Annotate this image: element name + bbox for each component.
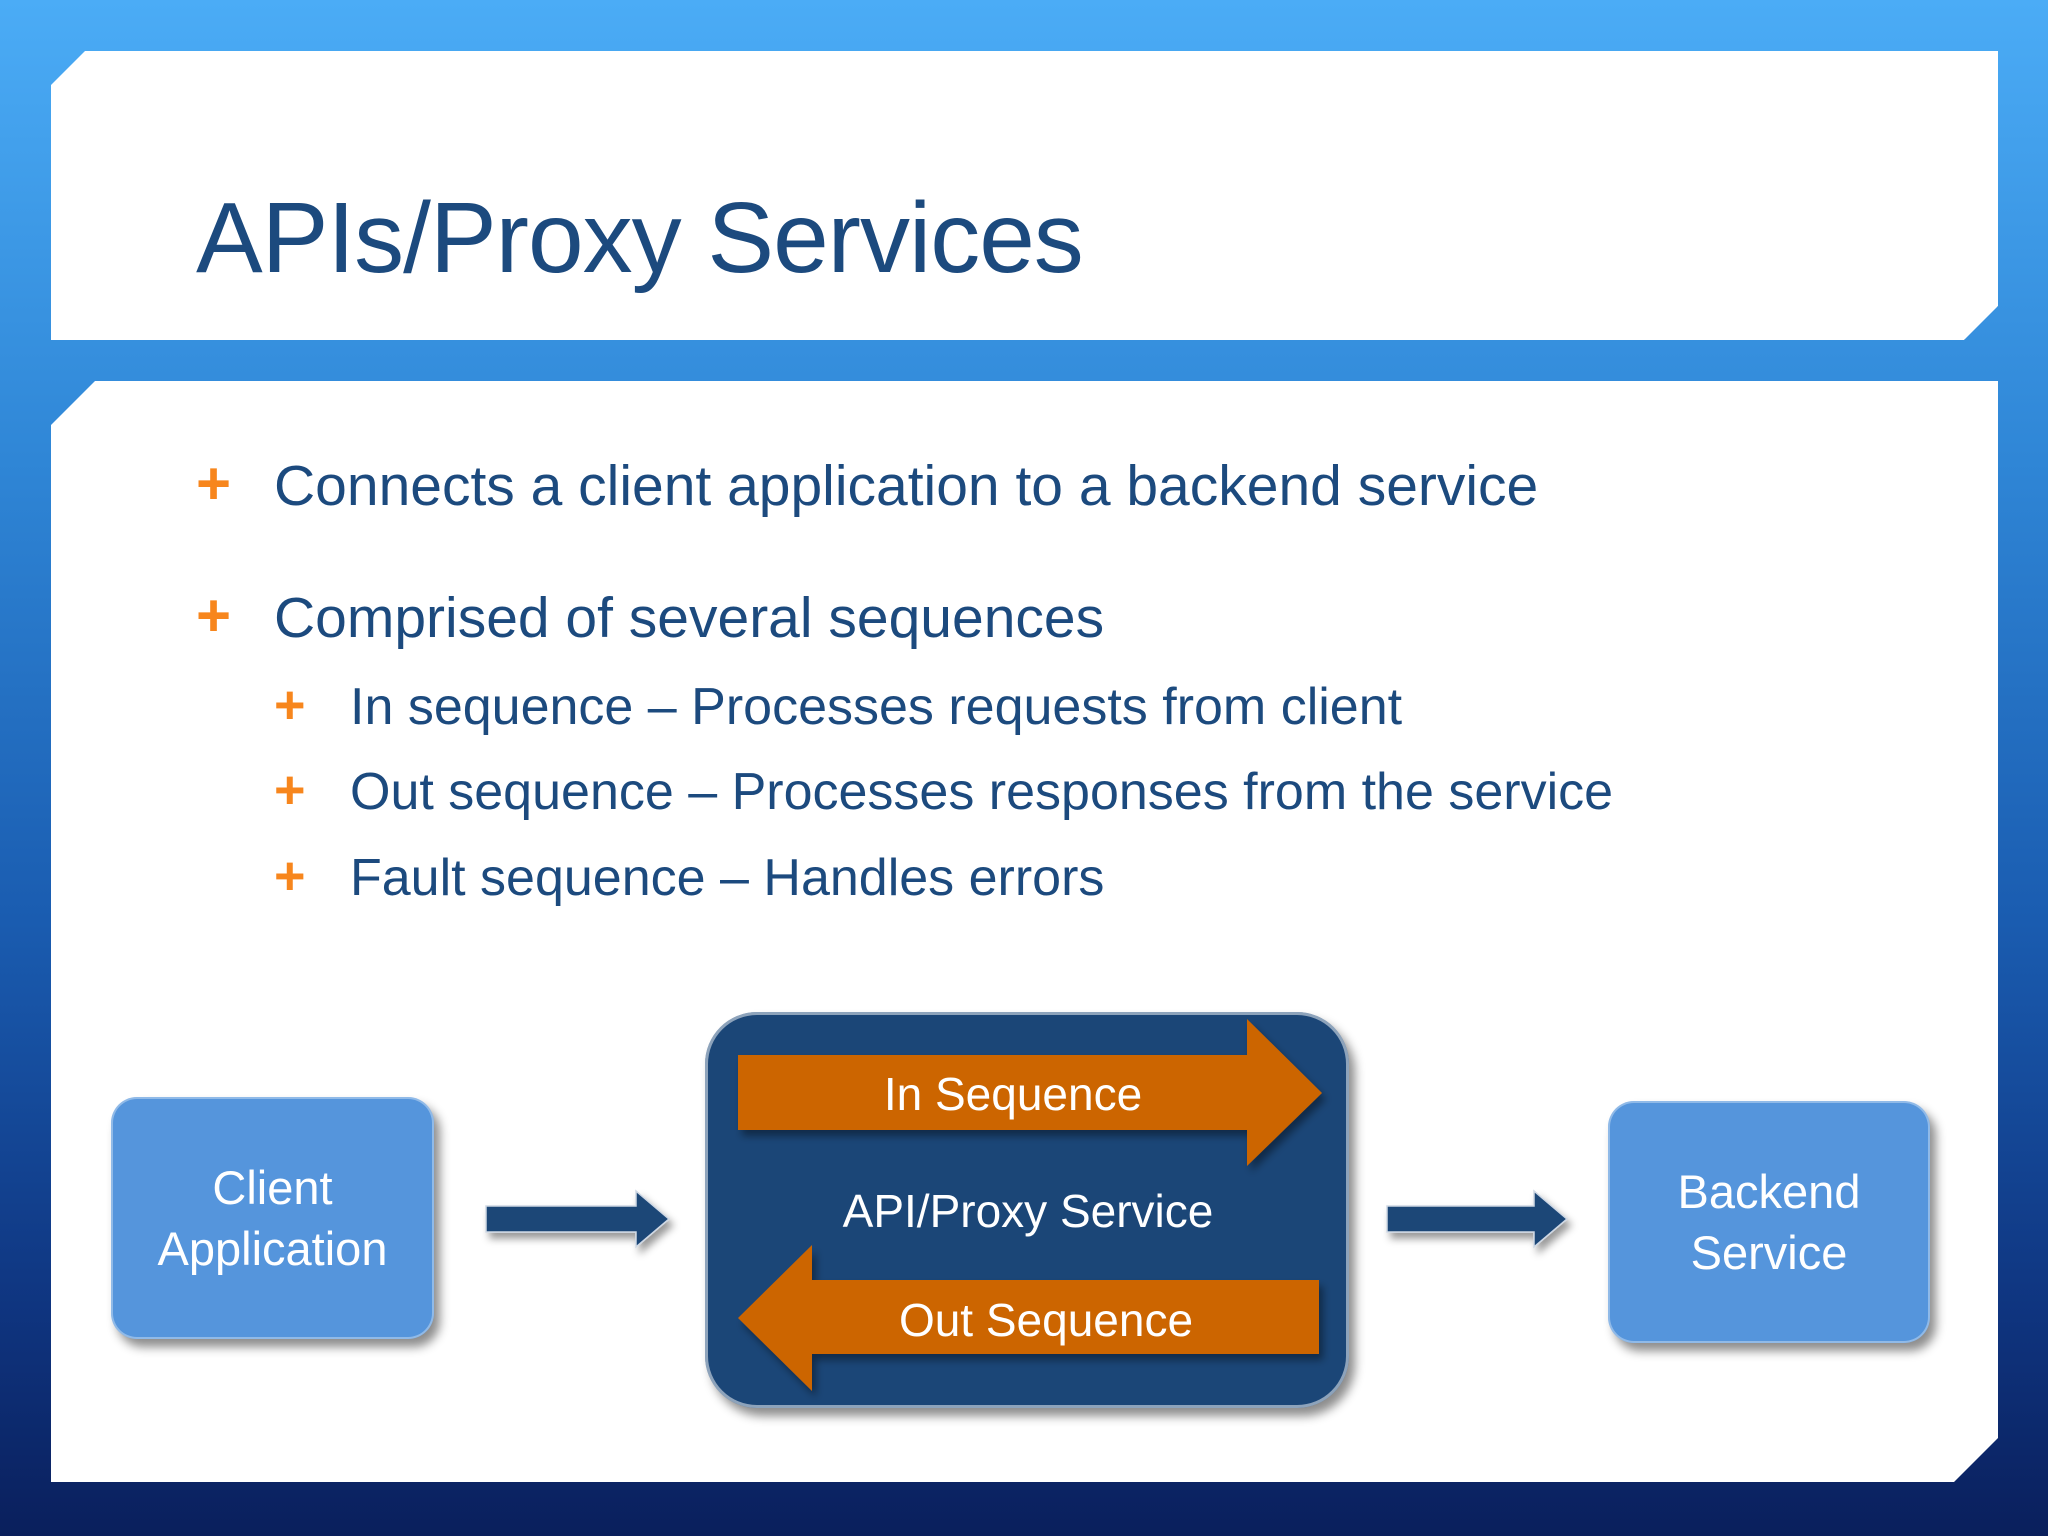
sub-bullet-item: + Fault sequence – Handles errors [274, 849, 1105, 907]
title-panel [51, 51, 1998, 340]
sub-bullet-text: Out sequence – Processes responses from … [350, 763, 1614, 821]
client-application-box: Client Application [111, 1097, 434, 1339]
plus-bullet-icon: + [196, 450, 232, 517]
in-sequence-label: In Sequence [883, 1068, 1143, 1120]
right-arrow-icon [485, 1189, 671, 1249]
out-sequence-arrow [738, 1245, 1319, 1391]
proxy-service-label: API/Proxy Service [842, 1185, 1214, 1237]
slide-title: APIs/Proxy Services [196, 182, 1084, 294]
sub-bullet-item: + Out sequence – Processes responses fro… [274, 763, 1614, 821]
client-label: Client Application [157, 1160, 388, 1275]
in-sequence-arrow [738, 1019, 1322, 1166]
sub-bullet-text: Fault sequence – Handles errors [350, 849, 1105, 907]
right-arrow-icon [1386, 1189, 1569, 1249]
backend-service-box: Backend Service [1608, 1101, 1930, 1343]
bullet-text: Connects a client application to a backe… [274, 454, 1539, 518]
bullet-item: + Connects a client application to a bac… [196, 454, 1538, 515]
sub-bullet-text: In sequence – Processes requests from cl… [350, 678, 1403, 736]
backend-label: Backend Service [1677, 1164, 1861, 1279]
plus-bullet-icon: + [274, 760, 306, 820]
sub-bullet-item: + In sequence – Processes requests from … [274, 678, 1403, 736]
plus-bullet-icon: + [274, 675, 306, 735]
bullet-text: Comprised of several sequences [274, 586, 1105, 650]
plus-bullet-icon: + [196, 582, 232, 649]
plus-bullet-icon: + [274, 846, 306, 906]
out-sequence-label: Out Sequence [898, 1294, 1194, 1346]
bullet-item: + Comprised of several sequences [196, 586, 1104, 647]
